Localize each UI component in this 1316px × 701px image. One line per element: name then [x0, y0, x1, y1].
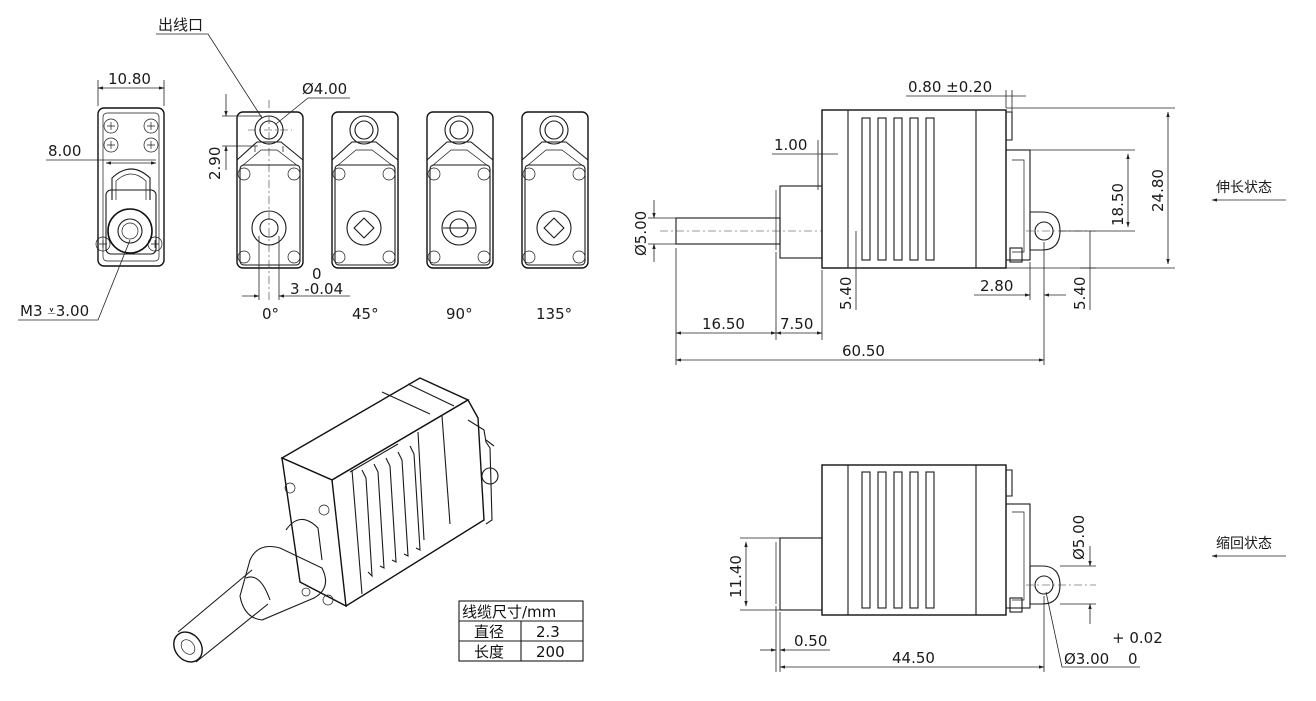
dim-dia-3-00: Ø3.00	[1064, 650, 1109, 668]
outlet-label: 出线口	[158, 16, 203, 34]
cable-row-diameter-name: 直径	[474, 623, 504, 641]
dim-10-80: 10.80	[108, 70, 151, 88]
dim-60-50: 60.50	[842, 342, 885, 360]
dim-5-40-right: 5.40	[1071, 277, 1089, 310]
dim-18-50: 18.50	[1109, 183, 1127, 226]
dim-11-40: 11.40	[727, 555, 745, 598]
cable-row-length-value: 200	[536, 643, 565, 661]
retracted-side-view	[740, 464, 1286, 672]
angle-135: 135°	[536, 305, 572, 323]
extended-side-view	[648, 90, 1286, 365]
dim-dia-5-00-right: Ø5.00	[1070, 515, 1088, 560]
front-view	[18, 80, 165, 321]
dim-2-80: 2.80	[980, 277, 1013, 295]
dim-8-00: 8.00	[48, 142, 81, 160]
dim-24-80: 24.80	[1149, 169, 1167, 212]
dim-5-40-left: 5.40	[837, 277, 855, 310]
cable-row-length-name: 长度	[474, 643, 504, 661]
tol-plus-0-02: + 0.02	[1112, 629, 1163, 647]
cable-table-header: 线缆尺寸/mm	[462, 603, 556, 621]
angle-90: 90°	[446, 305, 473, 323]
dim-7-50: 7.50	[780, 315, 813, 333]
dim-1-00: 1.00	[774, 136, 807, 154]
dim-2-90: 2.90	[206, 147, 224, 180]
tol-main: 3 -0.04	[290, 280, 343, 298]
angle-0: 0°	[262, 305, 279, 323]
dim-dia-5-00-left: Ø5.00	[632, 211, 650, 256]
angle-45: 45°	[352, 305, 379, 323]
retracted-state-label: 缩回状态	[1216, 536, 1272, 552]
thread-label: M3 ⩡3.00	[20, 302, 89, 320]
isometric-view	[173, 377, 499, 663]
dim-44-50: 44.50	[892, 649, 935, 667]
tol-zero: 0	[1128, 650, 1138, 668]
dim-0-50: 0.50	[794, 632, 827, 650]
dim-dia-4-00: Ø4.00	[302, 80, 347, 98]
tol-upper: 0	[312, 265, 322, 283]
dim-16-50: 16.50	[702, 315, 745, 333]
extended-state-label: 伸长状态	[1216, 180, 1272, 196]
dim-0-80: 0.80 ±0.20	[908, 78, 992, 96]
cable-row-diameter-value: 2.3	[536, 623, 560, 641]
rotation-views	[156, 33, 589, 300]
cable-size-table	[458, 600, 584, 662]
